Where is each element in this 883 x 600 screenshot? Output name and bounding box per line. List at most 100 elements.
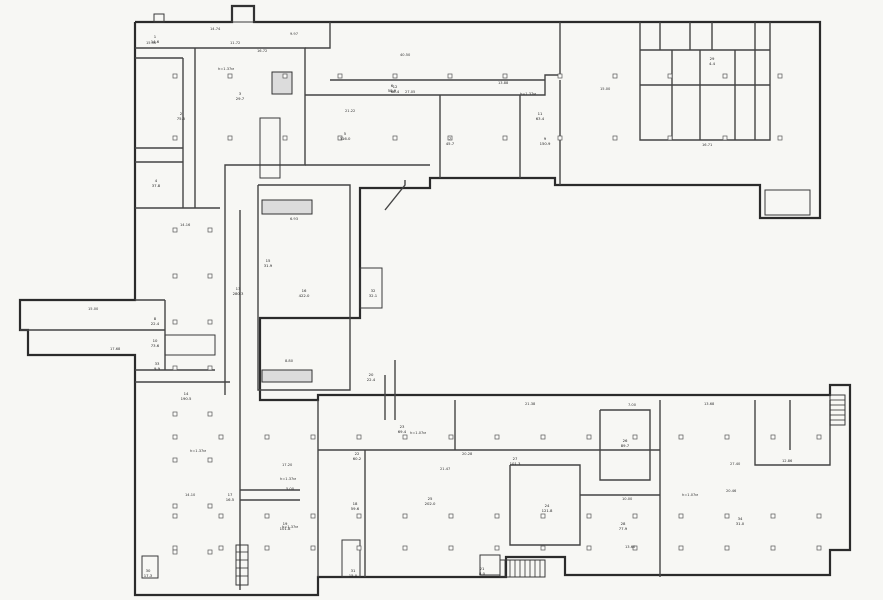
column-marker — [172, 135, 178, 141]
column-marker — [337, 73, 343, 79]
column-marker — [777, 73, 783, 79]
room-area: 31.9 — [264, 263, 273, 268]
room-number: 10 — [153, 338, 158, 343]
room-number: 23 — [400, 424, 405, 429]
column-marker — [172, 319, 178, 325]
small-shaft-bottom — [141, 555, 159, 579]
column-marker — [227, 73, 233, 79]
room-area: 22.4 — [367, 377, 376, 382]
room-area: 316.0 — [340, 136, 351, 141]
column-marker — [356, 545, 362, 551]
room-area: 4.4 — [709, 61, 716, 66]
height-label: h=1.37м — [280, 477, 296, 481]
partition-block-2 — [261, 369, 313, 383]
room-area: 89.7 — [621, 443, 630, 448]
column-marker — [667, 73, 673, 79]
height-label: h=1.37м — [218, 67, 234, 71]
height-labels: h=1.37м h=1.37м h=1.37м h=1.37м h=1.37м … — [190, 67, 698, 529]
dim-label: 40.50 — [400, 53, 411, 57]
room-label: 339.9 — [154, 361, 161, 371]
room-number: 14 — [184, 391, 189, 396]
column-marker — [218, 545, 224, 551]
column-marker — [770, 513, 776, 519]
room-number: 25 — [428, 496, 433, 501]
height-label: h=1.37м — [190, 449, 206, 453]
column-marker — [557, 135, 563, 141]
room-number: 28 — [621, 521, 626, 526]
room-number: 22 — [355, 451, 360, 456]
small-room-right — [764, 189, 811, 216]
dim-label: 21.38 — [525, 402, 536, 406]
column-marker — [310, 434, 316, 440]
room-number: 26 — [623, 438, 628, 443]
column-marker — [207, 227, 213, 233]
column-marker — [310, 513, 316, 519]
dim-label: 15.00 — [600, 87, 611, 91]
column-marker — [816, 434, 822, 440]
room-area: 63.4 — [536, 116, 545, 121]
column-marker — [207, 365, 213, 371]
vestibule — [479, 554, 501, 576]
room-label: 745.7 — [446, 136, 455, 146]
column-marker — [402, 434, 408, 440]
dim-label: 16.71 — [702, 143, 712, 147]
room-label: 275.5 — [177, 111, 186, 121]
column-marker — [724, 434, 730, 440]
dim-label: 21.47 — [440, 467, 450, 471]
room-number: 30 — [146, 568, 151, 573]
column-marker — [402, 513, 408, 519]
room-area: 59.6 — [351, 506, 360, 511]
column-marker — [770, 545, 776, 551]
column-block — [271, 71, 293, 95]
room-area: 17.3 — [144, 573, 153, 578]
room-number: 1 — [154, 34, 157, 39]
column-marker — [392, 73, 398, 79]
column-marker — [356, 513, 362, 519]
small-room-bottom — [341, 539, 361, 578]
column-marker — [502, 135, 508, 141]
column-marker — [392, 135, 398, 141]
column-marker — [557, 73, 563, 79]
column-marker — [172, 434, 178, 440]
room-number: 12 — [393, 84, 398, 89]
inner-walls — [20, 22, 846, 590]
wc-block — [164, 334, 216, 356]
height-label: h=1.37м — [520, 92, 536, 96]
room-area: 14.6 — [151, 39, 160, 44]
room-labels: 114.6275.5329.7437.85316.0658.9745.7822.… — [144, 34, 745, 578]
dim-label: 8.80 — [285, 359, 294, 363]
room-area: 202.0 — [425, 501, 436, 506]
room-number: 24 — [545, 503, 550, 508]
column-marker — [207, 411, 213, 417]
column-marker — [612, 135, 618, 141]
column-marker — [172, 457, 178, 463]
column-marker — [586, 434, 592, 440]
dim-label: 14.16 — [180, 223, 191, 227]
dim-label: 27.05 — [405, 90, 415, 94]
room-number: 4 — [155, 178, 158, 183]
room-number: 6 — [391, 83, 394, 88]
column-marker — [586, 513, 592, 519]
room-number: 33 — [155, 361, 160, 366]
room-area: 60.2 — [353, 456, 362, 461]
column-marker — [540, 513, 546, 519]
column-marker — [540, 434, 546, 440]
room-label: 294.4 — [709, 56, 716, 66]
room-number: 31 — [351, 568, 356, 573]
room-area: 280.3 — [233, 291, 244, 296]
column-marker — [218, 513, 224, 519]
room-label: 329.7 — [236, 91, 245, 101]
room-area: 73.6 — [151, 343, 160, 348]
room-number: 16 — [302, 288, 307, 293]
